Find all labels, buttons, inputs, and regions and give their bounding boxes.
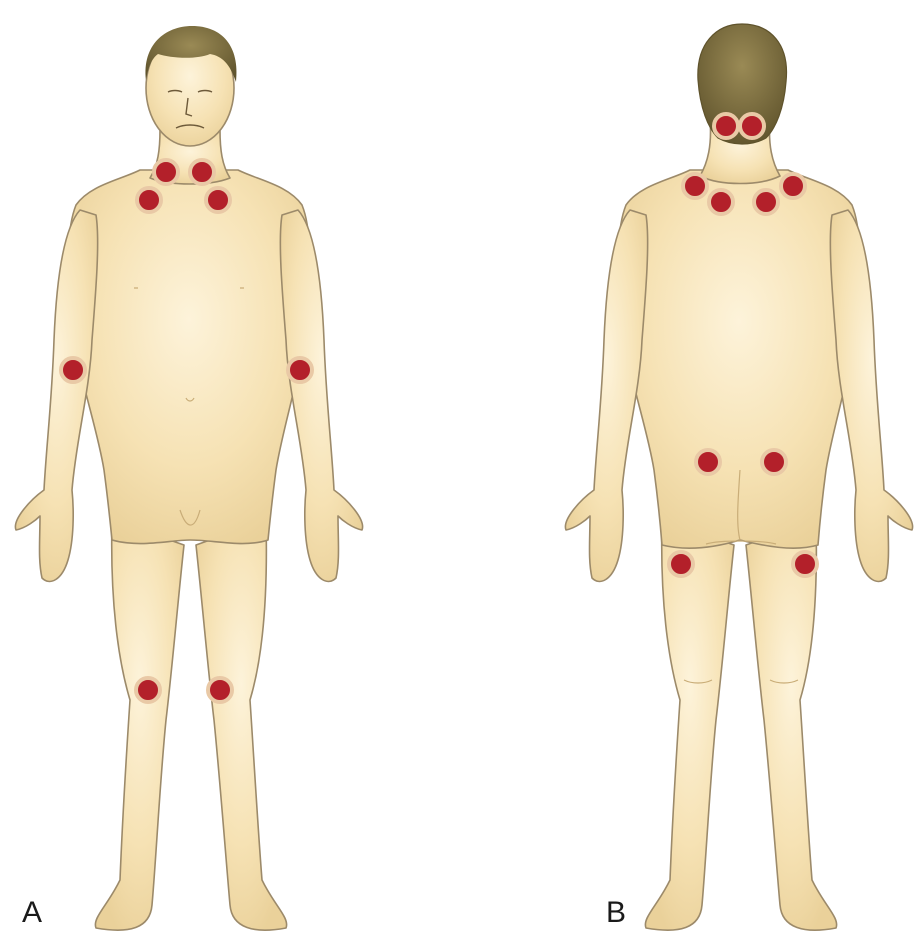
tender-point-second-rib-right: [206, 188, 230, 212]
tender-point-gluteal-right: [762, 450, 786, 474]
tender-point-knee-right: [208, 678, 232, 702]
front-right-arm: [280, 210, 362, 581]
tender-point-lateral-epicondyle-right: [288, 358, 312, 382]
panel-label-b: B: [606, 896, 626, 929]
tender-point-low-cervical-right: [190, 160, 214, 184]
front-torso: [68, 170, 309, 544]
tender-point-knee-left: [136, 678, 160, 702]
tender-point-low-cervical-left: [154, 160, 178, 184]
front-left-arm: [15, 210, 97, 581]
back-right-leg: [746, 520, 837, 930]
tender-point-supraspinatus-left: [709, 190, 733, 214]
tender-point-second-rib-left: [137, 188, 161, 212]
tender-point-trapezius-left: [683, 174, 707, 198]
back-left-arm: [565, 210, 647, 581]
back-right-arm: [830, 210, 912, 581]
front-right-leg: [196, 520, 287, 930]
tender-point-supraspinatus-right: [754, 190, 778, 214]
panel-label-a: A: [22, 896, 42, 929]
tender-point-greater-trochanter-right: [793, 552, 817, 576]
tender-point-greater-trochanter-left: [669, 552, 693, 576]
back-body-figure: [565, 24, 912, 930]
back-left-leg: [645, 520, 734, 930]
front-body-figure: [15, 26, 362, 930]
tender-point-trapezius-right: [781, 174, 805, 198]
tender-point-lateral-epicondyle-left: [61, 358, 85, 382]
tender-point-occiput-left: [714, 114, 738, 138]
tender-point-gluteal-left: [696, 450, 720, 474]
front-left-leg: [95, 520, 184, 930]
tender-point-occiput-right: [740, 114, 764, 138]
